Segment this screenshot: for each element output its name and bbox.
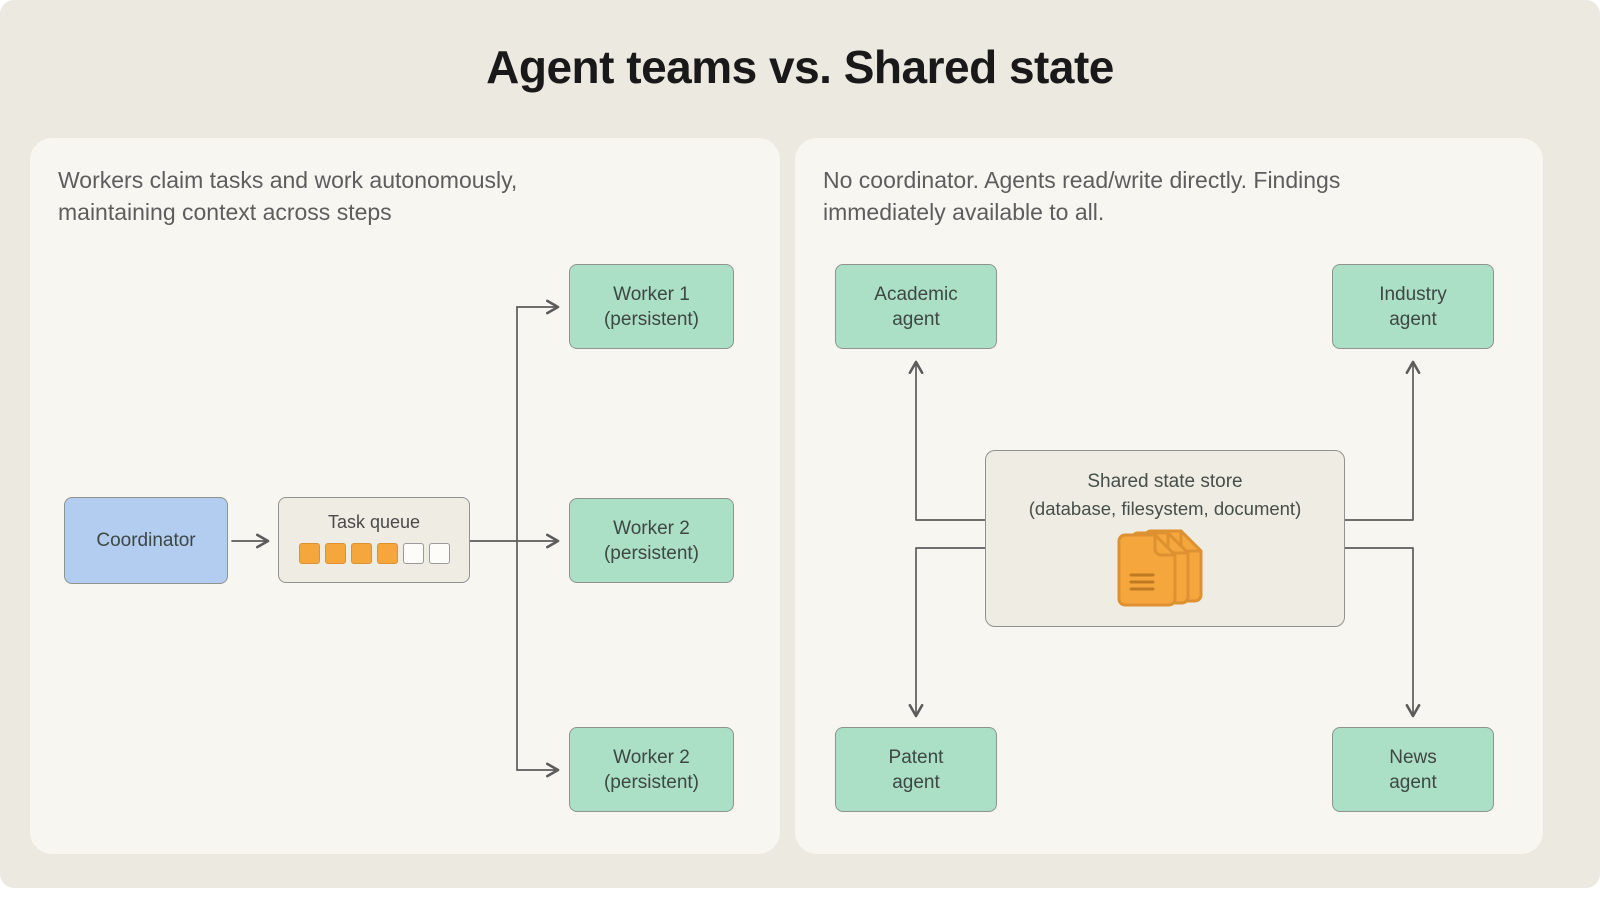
news-agent-node: News agent	[1332, 727, 1494, 812]
academic-agent-label: Academic	[874, 283, 958, 305]
queue-slot-filled	[376, 543, 398, 564]
worker-3-label: Worker 2	[613, 746, 690, 768]
patent-agent-label: Patent	[888, 746, 944, 768]
task-queue-node: Task queue	[278, 497, 470, 583]
queue-slot-empty	[428, 543, 450, 564]
news-agent-sublabel: agent	[1389, 771, 1437, 793]
store-subtitle: (database, filesystem, document)	[1028, 498, 1302, 519]
queue-slot-filled	[324, 543, 346, 564]
patent-agent-sublabel: agent	[892, 771, 940, 793]
worker-3-sublabel: (persistent)	[603, 771, 700, 793]
academic-agent-sublabel: agent	[892, 308, 940, 330]
worker-2-sublabel: (persistent)	[603, 542, 700, 564]
queue-slot-filled	[298, 543, 320, 564]
store-title: Shared state store	[1087, 471, 1243, 492]
academic-agent-node: Academic agent	[835, 264, 997, 349]
agent-teams-subtitle: Workers claim tasks and work autonomousl…	[58, 167, 518, 225]
worker-2-node: Worker 2 (persistent)	[569, 498, 734, 583]
worker-1-label: Worker 1	[613, 283, 690, 305]
documents-icon	[1117, 529, 1203, 607]
shared-state-store-node: Shared state store (database, filesystem…	[985, 450, 1345, 627]
worker-1-node: Worker 1 (persistent)	[569, 264, 734, 349]
queue-slot-filled	[350, 543, 372, 564]
queue-slot-empty	[402, 543, 424, 564]
industry-agent-label: Industry	[1379, 283, 1447, 305]
task-queue-label: Task queue	[327, 512, 421, 532]
patent-agent-node: Patent agent	[835, 727, 997, 812]
page-title: Agent teams vs. Shared state	[486, 41, 1114, 93]
industry-agent-sublabel: agent	[1389, 308, 1437, 330]
coordinator-node: Coordinator	[64, 497, 228, 584]
news-agent-label: News	[1389, 746, 1437, 768]
bottom-strip	[0, 888, 1600, 901]
worker-1-sublabel: (persistent)	[603, 308, 700, 330]
coordinator-label: Coordinator	[96, 530, 196, 551]
task-queue-slots	[298, 543, 450, 564]
worker-2-label: Worker 2	[613, 517, 690, 539]
industry-agent-node: Industry agent	[1332, 264, 1494, 349]
shared-state-subtitle: No coordinator. Agents read/write direct…	[823, 167, 1341, 225]
worker-3-node: Worker 2 (persistent)	[569, 727, 734, 812]
